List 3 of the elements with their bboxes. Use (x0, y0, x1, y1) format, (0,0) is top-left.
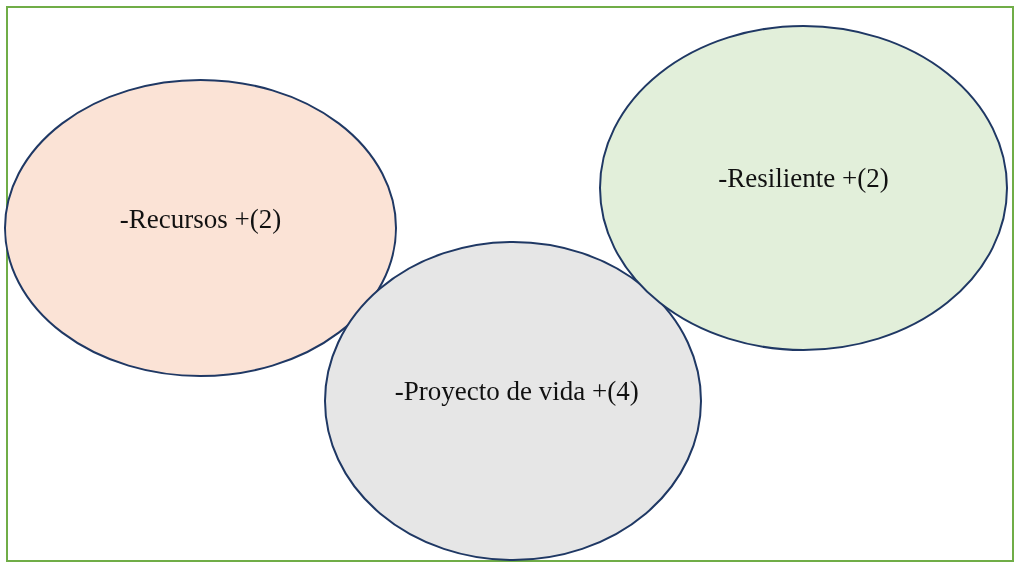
node-label: -Proyecto de vida +(4) (394, 375, 639, 409)
node-label: -Resiliente +(2) (718, 162, 889, 196)
node-label: -Recursos +(2) (119, 203, 282, 237)
